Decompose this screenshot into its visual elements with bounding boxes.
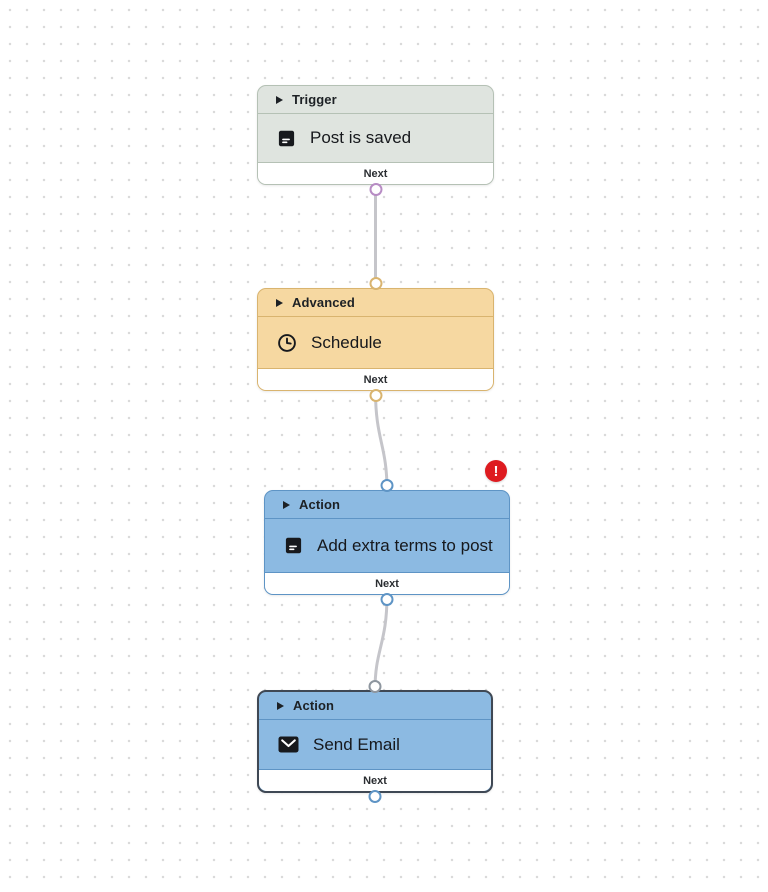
node-body[interactable]: Schedule <box>258 317 493 369</box>
input-port[interactable] <box>368 680 382 693</box>
node-category-label: Trigger <box>292 92 337 107</box>
output-port[interactable] <box>368 790 382 803</box>
node-category-label: Action <box>293 698 335 713</box>
node-footer: Next <box>258 369 493 390</box>
output-port[interactable] <box>369 389 382 402</box>
collapse-triangle-icon <box>276 298 283 307</box>
node-title: Post is saved <box>310 128 412 147</box>
input-port[interactable] <box>369 277 382 290</box>
node-header[interactable]: Action <box>265 491 509 519</box>
node-category-label: Advanced <box>292 295 355 310</box>
edge-schedule-to-add-terms <box>374 389 389 492</box>
output-port[interactable] <box>369 183 382 196</box>
error-badge[interactable]: ! <box>485 460 507 482</box>
collapse-triangle-icon <box>276 95 283 104</box>
exclamation-icon: ! <box>493 462 499 480</box>
next-label: Next <box>363 373 388 386</box>
node-header[interactable]: Trigger <box>258 86 493 114</box>
collapse-triangle-icon <box>277 701 284 710</box>
node-body[interactable]: Post is saved <box>258 114 493 163</box>
node-schedule[interactable]: Advanced Schedule Next <box>257 277 494 402</box>
node-body[interactable]: Add extra terms to post <box>265 519 509 573</box>
node-title: Schedule <box>311 332 382 352</box>
file-text-icon <box>284 536 303 555</box>
file-text-icon <box>277 129 296 148</box>
node-title: Send Email <box>313 734 400 754</box>
node-category-label: Action <box>299 497 341 512</box>
mail-icon <box>278 736 299 753</box>
node-send-email[interactable]: Action Send Email Next <box>257 680 493 803</box>
node-title: Add extra terms to post <box>317 535 493 555</box>
next-label: Next <box>375 577 399 590</box>
node-footer: Next <box>259 770 491 791</box>
next-label: Next <box>363 167 388 180</box>
node-footer: Next <box>258 163 493 184</box>
input-port[interactable] <box>380 479 394 492</box>
clock-icon <box>277 333 297 353</box>
next-label: Next <box>363 774 387 787</box>
node-header[interactable]: Action <box>259 692 491 720</box>
edge-add-terms-to-send-email <box>373 593 389 692</box>
node-header[interactable]: Advanced <box>258 289 493 317</box>
output-port[interactable] <box>380 593 394 606</box>
node-body[interactable]: Send Email <box>259 720 491 770</box>
node-trigger[interactable]: Trigger Post is saved Next <box>257 85 494 196</box>
collapse-triangle-icon <box>283 500 290 509</box>
node-footer: Next <box>265 573 509 594</box>
node-add-extra-terms[interactable]: Action Add extra terms to post Next ! <box>264 460 510 606</box>
